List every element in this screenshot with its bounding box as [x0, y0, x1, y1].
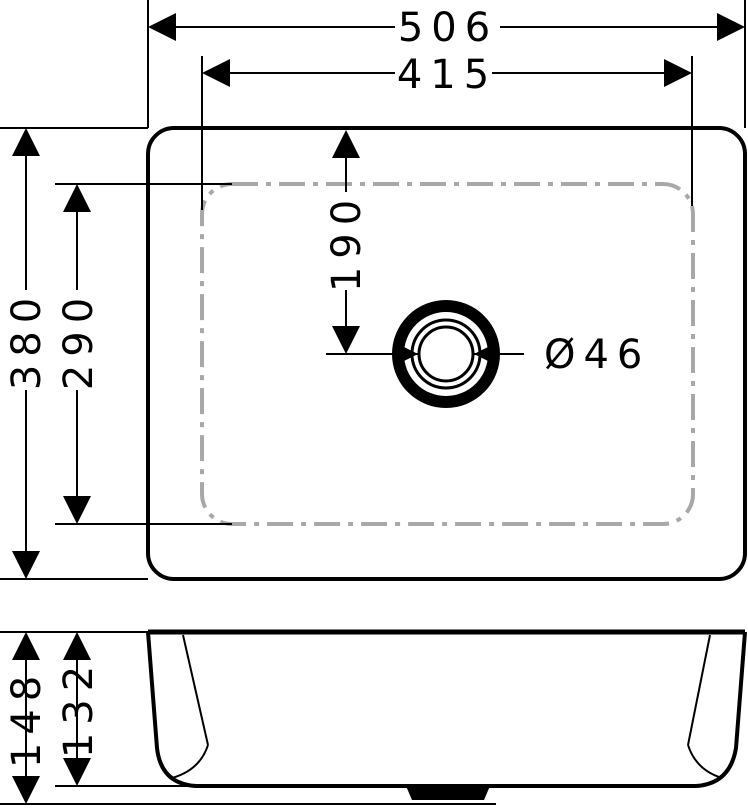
inner-wall-left: [182, 634, 209, 746]
drain-diameter-label: Ø46: [544, 332, 650, 378]
basin-inner-outline: [200, 182, 695, 526]
inner-depth-label: 290: [56, 290, 102, 390]
drain-arrow-right: [474, 344, 494, 364]
top-view: Ø46 506 415 190: [0, 0, 747, 581]
dim-overall-depth: 380: [0, 127, 148, 580]
inner-wall-right: [687, 634, 711, 746]
drain-stub: [406, 786, 490, 800]
dim-drain-offset: 190: [324, 130, 392, 355]
drain-offset-label: 190: [324, 192, 370, 292]
overall-width-label: 506: [398, 5, 498, 51]
arrow-up: [12, 128, 40, 156]
drain: [390, 300, 524, 408]
dim-overall-height: 148: [0, 631, 496, 805]
arrow-down: [12, 776, 40, 804]
dim-inner-depth: 290: [55, 183, 232, 525]
arrow-up: [63, 632, 91, 660]
drain-middle-ring: [410, 318, 482, 390]
inner-bottom-curve-left: [171, 744, 209, 779]
arrow-up: [63, 184, 91, 212]
dim-inner-width: 415: [201, 52, 693, 210]
arrow-down: [63, 496, 91, 524]
overall-depth-label: 380: [4, 290, 50, 390]
arrow-left: [202, 59, 230, 87]
arrow-left: [148, 13, 176, 41]
drain-inner-ring: [417, 325, 475, 383]
inner-height-label: 132: [56, 658, 102, 758]
arrow-up: [332, 130, 360, 158]
drain-arrow-left: [398, 344, 418, 364]
basin-body: [146, 631, 747, 788]
arrow-down: [332, 326, 360, 354]
arrow-down: [63, 758, 91, 786]
inner-bottom-curve-right: [687, 744, 723, 779]
arrow-right: [664, 59, 692, 87]
arrow-down: [12, 551, 40, 579]
dim-overall-width: 506: [147, 0, 746, 128]
basin-outer-outline: [146, 126, 747, 581]
inner-width-label: 415: [397, 52, 497, 98]
arrow-up: [12, 632, 40, 660]
dim-inner-height: 132: [55, 632, 196, 787]
overall-height-label: 148: [4, 668, 50, 768]
arrow-right: [717, 13, 745, 41]
side-view: 148 132: [0, 629, 747, 805]
